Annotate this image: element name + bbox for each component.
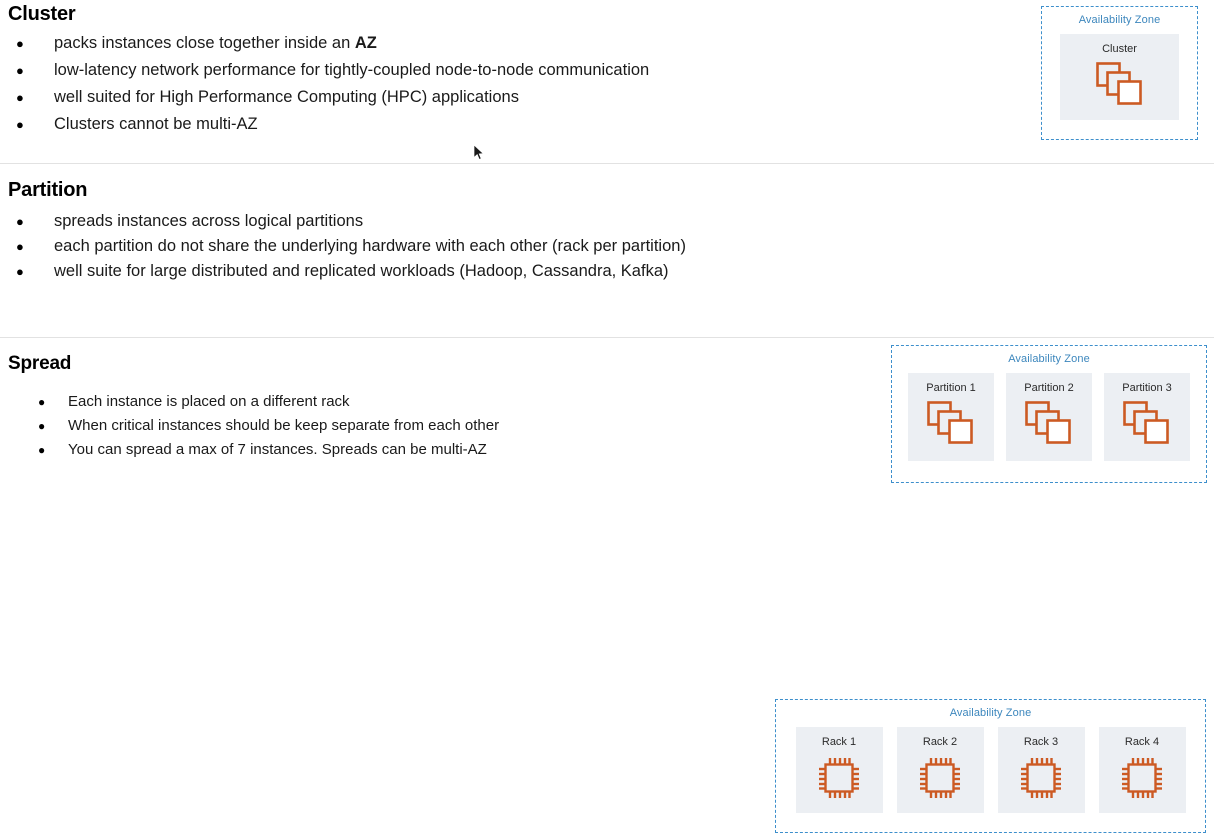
list-item: ● each partition do not share the underl… (8, 237, 686, 262)
partition-bullet-list: ● spreads instances across logical parti… (8, 212, 686, 287)
list-item: ● Clusters cannot be multi-AZ (8, 115, 649, 142)
bullet-text: spreads instances across logical partiti… (54, 212, 364, 230)
az-cell-partition-2: Partition 2 (1006, 373, 1092, 461)
list-item: ● low-latency network performance for ti… (8, 61, 649, 88)
az-cell-label: Rack 3 (1023, 736, 1059, 748)
page-title-partition: Partition (8, 179, 88, 201)
az-cell-partition-1: Partition 1 (908, 373, 994, 461)
section-cluster: Cluster ● packs instances close together… (0, 0, 1214, 163)
availability-zone-label: Availability Zone (1078, 14, 1161, 26)
section-divider (0, 337, 1214, 338)
bullet-glyph: ● (16, 90, 24, 105)
az-cell-row: Partition 1 Partition 2 (892, 366, 1206, 473)
page-title-spread: Spread (8, 353, 72, 374)
bullet-glyph: ● (16, 214, 24, 229)
bullet-text: well suited for High Performance Computi… (54, 88, 519, 106)
az-cell-partition-3: Partition 3 (1104, 373, 1190, 461)
partition-text-column: Partition ● spreads instances across log… (8, 178, 686, 287)
availability-zone-spread: Availability Zone Rack 1 (775, 699, 1206, 833)
list-item: ● When critical instances should be keep… (8, 417, 499, 441)
az-cell-rack-2: Rack 2 (896, 727, 984, 813)
bullet-glyph: ● (38, 419, 46, 433)
cluster-bullet-list: ● packs instances close together inside … (8, 34, 649, 142)
availability-zone-label: Availability Zone (949, 707, 1032, 719)
az-cell-row: Rack 1 (776, 720, 1205, 825)
bullet-glyph: ● (38, 395, 46, 409)
az-cell-label: Rack 2 (922, 736, 958, 748)
instance-stack-icon (1122, 400, 1172, 446)
list-item: ● well suited for High Performance Compu… (8, 88, 649, 115)
list-item: ● spreads instances across logical parti… (8, 212, 686, 237)
cluster-text-column: Cluster ● packs instances close together… (8, 2, 649, 142)
instance-stack-icon (1095, 61, 1145, 107)
bullet-text: When critical instances should be keep s… (68, 417, 500, 434)
page-title-cluster: Cluster (8, 3, 76, 25)
bullet-glyph: ● (16, 63, 24, 78)
bullet-text: You can spread a max of 7 instances. Spr… (68, 441, 487, 458)
bullet-text: Clusters cannot be multi-AZ (54, 115, 258, 133)
az-cell-rack-1: Rack 1 (795, 727, 883, 813)
section-partition: Partition ● spreads instances across log… (0, 164, 1214, 483)
az-cell-label: Partition 2 (1024, 382, 1074, 394)
az-cell-label: Rack 4 (1124, 736, 1160, 748)
instance-stack-icon (926, 400, 976, 446)
bullet-text: packs instances close together inside an… (54, 34, 377, 52)
availability-zone-partition: Availability Zone Partition 1 Partition … (891, 345, 1207, 483)
cpu-chip-icon (1017, 754, 1065, 802)
cpu-chip-icon (1118, 754, 1166, 802)
cpu-chip-icon (916, 754, 964, 802)
az-cell-label: Partition 1 (926, 382, 976, 394)
cpu-chip-icon (815, 754, 863, 802)
bullet-glyph: ● (38, 443, 46, 457)
section-divider (0, 163, 1214, 164)
bullet-text: Each instance is placed on a different r… (68, 393, 350, 410)
spread-bullet-list: ● Each instance is placed on a different… (8, 393, 499, 465)
bullet-glyph: ● (16, 117, 24, 132)
az-cell-rack-4: Rack 4 (1098, 727, 1186, 813)
availability-zone-cluster: Availability Zone Cluster (1041, 6, 1198, 140)
list-item: ● well suite for large distributed and r… (8, 262, 686, 287)
az-cell-label: Rack 1 (821, 736, 857, 748)
az-cell-cluster: Cluster (1060, 34, 1179, 120)
az-cell-label: Cluster (1102, 43, 1137, 55)
spread-text-column: Spread ● Each instance is placed on a di… (8, 352, 499, 465)
bullet-glyph: ● (16, 264, 24, 279)
section-spread: Spread ● Each instance is placed on a di… (0, 338, 1214, 833)
bullet-text: low-latency network performance for tigh… (54, 61, 650, 79)
list-item: ● Each instance is placed on a different… (8, 393, 499, 417)
az-cell-row: Cluster (1042, 27, 1197, 132)
az-cell-label: Partition 3 (1122, 382, 1172, 394)
list-item: ● You can spread a max of 7 instances. S… (8, 441, 499, 465)
az-cell-rack-3: Rack 3 (997, 727, 1085, 813)
bullet-glyph: ● (16, 36, 24, 51)
bullet-text: well suite for large distributed and rep… (54, 262, 669, 280)
list-item: ● packs instances close together inside … (8, 34, 649, 61)
availability-zone-label: Availability Zone (1008, 353, 1090, 365)
instance-stack-icon (1024, 400, 1074, 446)
bullet-text: each partition do not share the underlyi… (54, 237, 686, 255)
bullet-glyph: ● (16, 239, 24, 254)
